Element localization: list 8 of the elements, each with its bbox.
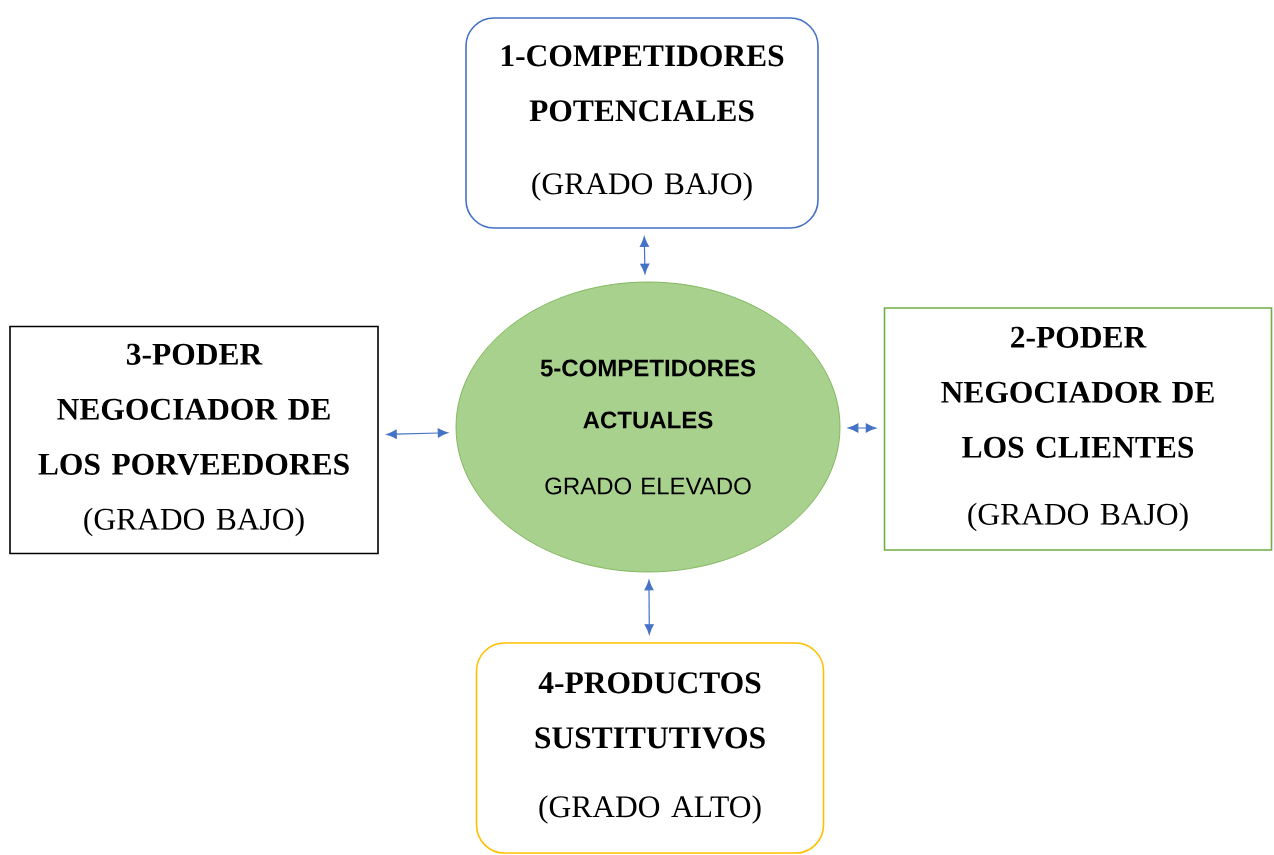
arrow <box>848 423 877 433</box>
box: 2-PODER NEGOCIADOR DE LOS CLIENTES (GRADO BAJO) <box>883 307 1273 551</box>
rounded-box: 4-PRODUCTOS SUSTITUTIVOS (GRADO ALTO) <box>475 642 825 854</box>
arrow <box>644 580 654 635</box>
arrow <box>639 236 650 274</box>
arrow <box>386 428 449 439</box>
rounded-box: 1-COMPETIDORES POTENCIALES (GRADO BAJO) <box>465 17 819 229</box>
box: 3-PODER NEGOCIADOR DE LOS PORVEEDORES (GRADO BAJO) <box>9 325 379 555</box>
